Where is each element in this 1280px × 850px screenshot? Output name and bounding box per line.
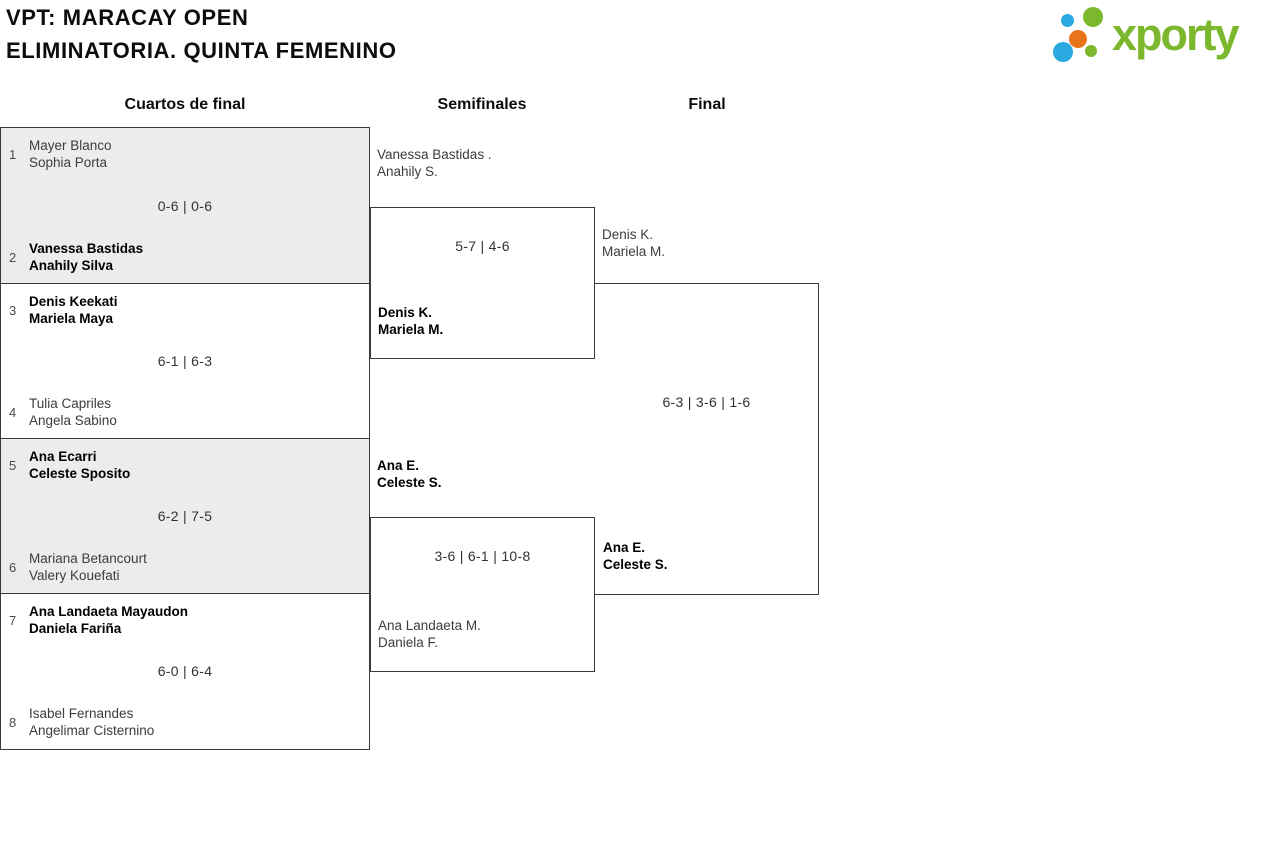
xporty-logo[interactable]: xporty [1048,5,1280,69]
player-name: Angelimar Cisternino [29,723,155,738]
player-name: Denis K. [378,305,433,320]
team-names: Ana Landaeta Mayaudon Daniela Fariña [29,603,188,637]
player-name: Denis K. [602,227,654,242]
sf-match-1: 5-7 | 4-6 Denis K. Mariela M. [370,207,595,359]
sf2-bottom-team: Ana Landaeta M. Daniela F. [378,617,481,651]
match-score: 6-0 | 6-4 [157,663,213,679]
player-name: Celeste S. [377,475,442,490]
seed-number: 4 [9,404,17,420]
player-name: Denis Keekati [29,294,118,309]
qf-match-3: 5 Ana Ecarri Celeste Sposito 6-2 | 7-5 6… [1,438,369,593]
player-name: Tulia Capriles [29,396,112,411]
seed-number: 7 [9,612,17,628]
player-name: Anahily S. [377,164,438,179]
sf1-top-team: Vanessa Bastidas . Anahily S. [377,146,492,180]
player-name: Daniela F. [378,635,439,650]
team-names: Mariana Betancourt Valery Kouefati [29,550,147,584]
player-name: Celeste S. [603,557,668,572]
player-name: Ana E. [377,458,420,473]
qf-match-2: 3 Denis Keekati Mariela Maya 6-1 | 6-3 4… [1,283,369,438]
logo-dot-icon [1083,7,1103,27]
player-name: Ana E. [603,540,646,555]
player-name: Mariela M. [602,244,666,259]
logo-wordmark: xporty [1112,9,1240,60]
player-name: Mariela M. [378,322,444,337]
sf1-bottom-team: Denis K. Mariela M. [378,304,443,338]
team-names: Isabel Fernandes Angelimar Cisternino [29,705,154,739]
logo-dot-icon [1053,42,1073,62]
player-name: Sophia Porta [29,155,108,170]
match-score: 0-6 | 0-6 [157,197,213,214]
qf-match-1: 1 Mayer Blanco Sophia Porta 0-6 | 0-6 2 … [1,128,369,283]
player-name: Celeste Sposito [29,466,131,481]
player-name: Anahily Silva [29,258,114,273]
sf2-top-team: Ana E. Celeste S. [377,457,442,491]
seed-number: 1 [9,146,17,162]
page-title: VPT: MARACAY OPEN ELIMINATORIA. QUINTA F… [6,1,397,67]
player-name: Mayer Blanco [29,138,112,153]
seed-number: 3 [9,302,17,318]
player-name: Vanessa Bastidas . [377,147,492,162]
player-name: Valery Kouefati [29,568,120,583]
logo-dot-icon [1069,30,1087,48]
column-header-quarterfinals: Cuartos de final [124,96,246,113]
team-names: Mayer Blanco Sophia Porta [29,137,112,171]
player-name: Angela Sabino [29,413,117,428]
player-name: Ana Landaeta Mayaudon [29,604,189,619]
seed-number: 8 [9,714,17,730]
player-name: Mariana Betancourt [29,551,147,566]
tournament-name: VPT: MARACAY OPEN [6,5,249,30]
player-name: Ana Ecarri [29,449,97,464]
seed-number: 6 [9,559,17,575]
player-name: Ana Landaeta M. [378,618,481,633]
match-score: 6-3 | 3-6 | 1-6 [662,394,751,410]
seed-number: 5 [9,457,17,473]
logo-dot-icon [1085,45,1097,57]
match-score: 3-6 | 6-1 | 10-8 [434,548,531,564]
match-score: 5-7 | 4-6 [455,238,510,254]
match-score: 6-2 | 7-5 [157,508,213,524]
team-names: Denis Keekati Mariela Maya [29,293,118,327]
player-name: Isabel Fernandes [29,706,134,721]
final-top-team: Denis K. Mariela M. [602,226,665,260]
sf-match-2: 3-6 | 6-1 | 10-8 Ana Landaeta M. Daniela… [370,517,595,672]
player-name: Vanessa Bastidas [29,241,144,256]
column-header-semifinals: Semifinales [437,96,527,113]
team-names: Vanessa Bastidas Anahily Silva [29,240,143,274]
qf-match-4: 7 Ana Landaeta Mayaudon Daniela Fariña 6… [1,593,369,748]
quarterfinals-column: 1 Mayer Blanco Sophia Porta 0-6 | 0-6 2 … [0,127,370,750]
team-names: Tulia Capriles Angela Sabino [29,395,117,429]
match-score: 6-1 | 6-3 [157,353,213,369]
player-name: Daniela Fariña [29,621,122,636]
final-bottom-team: Ana E. Celeste S. [603,539,668,573]
final-match: 6-3 | 3-6 | 1-6 Ana E. Celeste S. [595,283,819,595]
player-name: Mariela Maya [29,311,114,326]
round-category: ELIMINATORIA. QUINTA FEMENINO [6,38,397,63]
seed-number: 2 [9,249,17,265]
logo-dot-icon [1061,14,1074,27]
column-header-final: Final [688,96,726,113]
team-names: Ana Ecarri Celeste Sposito [29,448,130,482]
